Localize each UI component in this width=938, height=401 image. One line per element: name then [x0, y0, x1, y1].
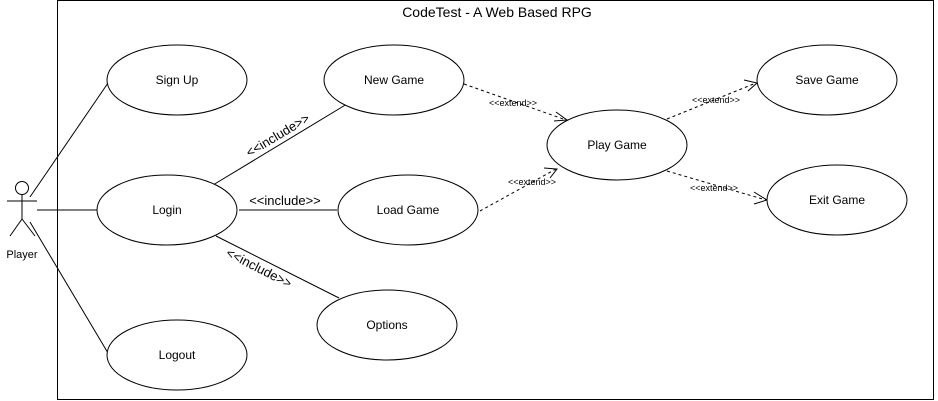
use-case-logout-label: Logout: [159, 348, 196, 362]
system-boundary: [57, 0, 934, 400]
extend-label-play-to-save: <<extend>>: [692, 95, 740, 105]
use-case-options: Options: [316, 289, 458, 361]
association-logout: [29, 221, 109, 354]
use-case-load-game: Load Game: [337, 174, 479, 246]
actor-right-leg: [21, 218, 36, 237]
use-case-options-ellipse: [316, 289, 458, 361]
system-title: CodeTest - A Web Based RPG: [402, 4, 592, 20]
extend-label-play-to-exit: <<extend>>: [690, 183, 738, 193]
actor-label: Player: [6, 249, 38, 261]
association-sign-up: [29, 82, 109, 198]
use-case-new-game-ellipse: [323, 44, 465, 116]
include-relationships: [212, 103, 348, 299]
extend-relationships: [463, 79, 769, 212]
include-label-load-game: <<include>>: [249, 193, 321, 208]
include-label-new-game: <<include>>: [243, 110, 312, 160]
use-case-login: Login: [96, 174, 238, 246]
actor-head: [15, 181, 29, 195]
use-case-sign-up: Sign Up: [106, 44, 248, 116]
use-case-load-game-ellipse: [337, 174, 479, 246]
use-case-sign-up-label: Sign Up: [156, 73, 199, 87]
extend-arrowhead-play-2: [543, 167, 558, 179]
include-label-options: <<include>>: [224, 245, 295, 291]
use-case-exit-game: Exit Game: [766, 164, 908, 236]
extend-label-load-to-play: <<extend>>: [508, 177, 556, 187]
use-case-save-game-label: Save Game: [795, 73, 859, 87]
use-case-save-game-ellipse: [756, 44, 898, 116]
extend-line-load-to-play: [479, 168, 557, 212]
include-line-new-game: [212, 103, 348, 186]
extend-line-play-to-exit: [666, 170, 767, 201]
include-line-options: [215, 235, 340, 299]
use-case-logout: Logout: [106, 319, 248, 391]
actor-left-leg: [9, 218, 23, 237]
use-case-login-ellipse: [96, 174, 238, 246]
actor-player: Player: [6, 181, 38, 261]
use-case-logout-ellipse: [106, 319, 248, 391]
use-case-play-game: Play Game: [546, 109, 688, 181]
extend-label-new-to-play: <<extend>>: [489, 98, 537, 108]
use-case-login-label: Login: [152, 203, 181, 217]
extend-arrowhead-save: [743, 79, 759, 92]
extend-line-new-to-play: [463, 83, 567, 121]
extend-line-play-to-save: [666, 82, 757, 120]
use-case-play-game-label: Play Game: [587, 138, 647, 152]
use-case-exit-game-ellipse: [766, 164, 908, 236]
use-case-new-game-label: New Game: [364, 73, 424, 87]
use-case-load-game-label: Load Game: [377, 203, 440, 217]
use-case-exit-game-label: Exit Game: [809, 193, 865, 207]
use-case-sign-up-ellipse: [106, 44, 248, 116]
use-case-options-label: Options: [366, 318, 407, 332]
use-case-new-game: New Game: [323, 44, 465, 116]
use-case-play-game-ellipse: [546, 109, 688, 181]
use-case-save-game: Save Game: [756, 44, 898, 116]
actor-associations: [29, 82, 109, 354]
